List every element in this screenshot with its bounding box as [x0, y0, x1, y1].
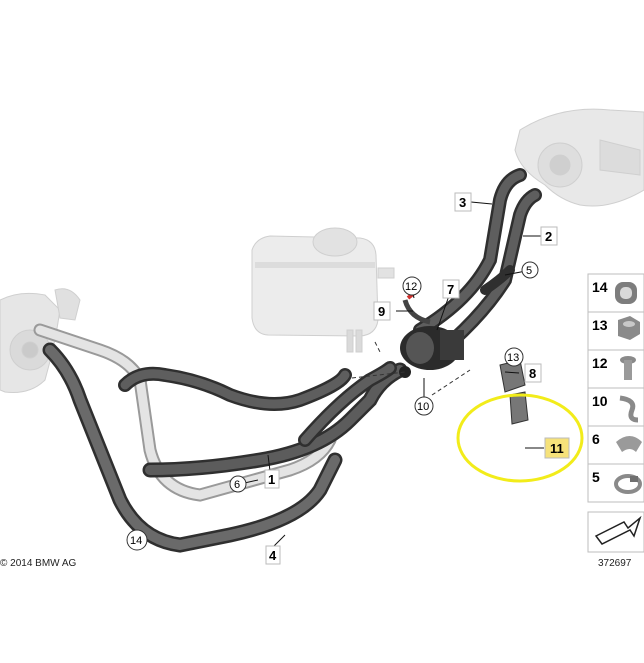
callout-10[interactable]: 10	[414, 396, 434, 416]
callout-2[interactable]: 2	[540, 226, 558, 246]
svg-text:12: 12	[592, 355, 608, 371]
svg-text:13: 13	[507, 352, 519, 364]
svg-text:14: 14	[130, 535, 142, 547]
hose-clamp-ring-icon	[615, 282, 637, 304]
svg-text:6: 6	[592, 431, 600, 447]
callout-3[interactable]: 3	[454, 192, 472, 212]
svg-text:8: 8	[529, 366, 536, 381]
svg-text:7: 7	[447, 282, 454, 297]
mounting-bracket	[499, 359, 529, 425]
clamp-icon	[614, 474, 642, 494]
callout-12[interactable]: 12	[402, 276, 422, 296]
svg-text:6: 6	[234, 479, 240, 491]
engine-block-ghost	[514, 108, 644, 207]
copyright-text: © 2014 BMW AG	[0, 558, 77, 569]
svg-text:14: 14	[592, 279, 608, 295]
svg-text:5: 5	[592, 469, 600, 485]
legend-item-13[interactable]: 13	[587, 311, 644, 351]
callout-11[interactable]: 11	[544, 437, 570, 459]
hex-nut-icon	[618, 316, 640, 340]
svg-text:11: 11	[550, 441, 564, 456]
svg-text:13: 13	[592, 317, 608, 333]
diagram-number: 372697	[598, 558, 632, 569]
svg-text:9: 9	[378, 304, 385, 319]
coolant-hose-pump-feed	[118, 361, 397, 447]
svg-text:10: 10	[592, 393, 608, 409]
svg-text:12: 12	[405, 281, 417, 293]
legend-item-6[interactable]: 6	[587, 425, 644, 465]
direction-arrow-box	[587, 511, 644, 553]
coolant-line-silver	[33, 323, 337, 502]
svg-text:4: 4	[269, 548, 277, 563]
callout-6[interactable]: 6	[229, 475, 247, 493]
direction-arrow-icon	[594, 515, 642, 545]
callout-13[interactable]: 13	[504, 347, 524, 367]
parts-legend: 14 13 12 10	[587, 273, 644, 553]
expansion-tank-ghost	[251, 227, 395, 353]
callout-7[interactable]: 7	[442, 279, 460, 299]
svg-text:2: 2	[545, 229, 552, 244]
dashed-leaders	[351, 341, 471, 396]
svg-text:1: 1	[268, 472, 275, 487]
legend-item-12[interactable]: 12	[587, 349, 644, 389]
callout-14[interactable]: 14	[126, 529, 148, 551]
screw-icon	[620, 356, 636, 380]
svg-text:3: 3	[459, 195, 466, 210]
legend-item-5[interactable]: 5	[587, 463, 644, 503]
callout-9[interactable]: 9	[373, 301, 391, 321]
callout-4[interactable]: 4	[265, 545, 281, 565]
callout-8[interactable]: 8	[524, 363, 542, 383]
legend-item-10[interactable]: 10	[587, 387, 644, 427]
coolant-pump	[399, 326, 464, 378]
coolant-hose-long	[42, 342, 343, 553]
hose-clip-icon	[616, 436, 642, 452]
coolant-hose-middle	[142, 362, 408, 478]
spring-clip-icon	[619, 395, 639, 423]
highlight-ring	[456, 393, 584, 483]
legend-item-14[interactable]: 14	[587, 273, 644, 313]
svg-text:5: 5	[526, 265, 532, 277]
callout-1[interactable]: 1	[264, 469, 280, 489]
svg-text:10: 10	[417, 401, 429, 413]
callout-5[interactable]: 5	[521, 261, 539, 279]
